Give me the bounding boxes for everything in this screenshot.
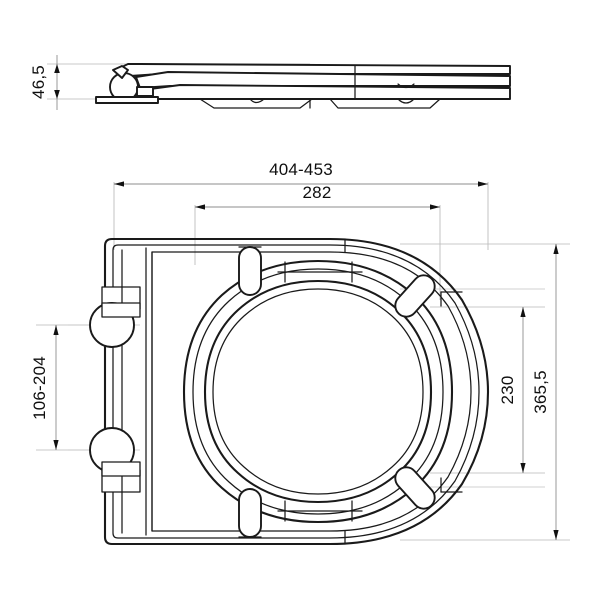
hinge-bolt-lower	[89, 427, 141, 493]
dimension-overall-depth-label: 365,5	[531, 370, 550, 414]
bumper-bottom	[238, 488, 262, 538]
seat-opening	[203, 279, 433, 504]
plan-view-center-lines	[68, 288, 545, 488]
dimension-height-46-5: 46,5	[29, 55, 60, 110]
bumper-bottom-right	[394, 466, 436, 510]
side-elevation-view: 46,5	[29, 55, 511, 110]
seat-outer-outline-inner	[112, 244, 480, 539]
bumper-top	[238, 246, 262, 296]
dimension-opening-depth-label: 230	[498, 376, 517, 405]
dimension-hinge-spacing-label: 106-204	[30, 356, 49, 420]
dimension-overall-width: 404-453	[114, 160, 488, 187]
dimension-inner-width: 282	[195, 183, 440, 210]
plan-view	[89, 237, 490, 546]
dimension-opening-depth: 230	[498, 307, 526, 473]
plan-view-top-dimensions: 404-453 282	[113, 160, 489, 300]
seat-ring-segment-marks	[277, 261, 363, 522]
dimension-inner-width-label: 282	[303, 183, 332, 202]
dimension-height-label: 46,5	[29, 65, 48, 99]
seat-outer-outline	[103, 237, 490, 546]
dimension-overall-width-label: 404-453	[269, 160, 333, 179]
dimension-overall-depth: 365,5	[531, 244, 559, 540]
plan-view-right-dimensions: 230 365,5	[400, 243, 570, 541]
seat-opening-inner-line	[212, 288, 424, 495]
seat-ring-notches	[440, 291, 463, 493]
side-profile-body	[95, 63, 511, 109]
dimension-hinge-spacing: 106-204	[30, 325, 59, 450]
hinge-bolt-upper	[89, 286, 141, 348]
seat-rim-line	[151, 251, 472, 532]
bumper-top-right	[394, 274, 436, 318]
